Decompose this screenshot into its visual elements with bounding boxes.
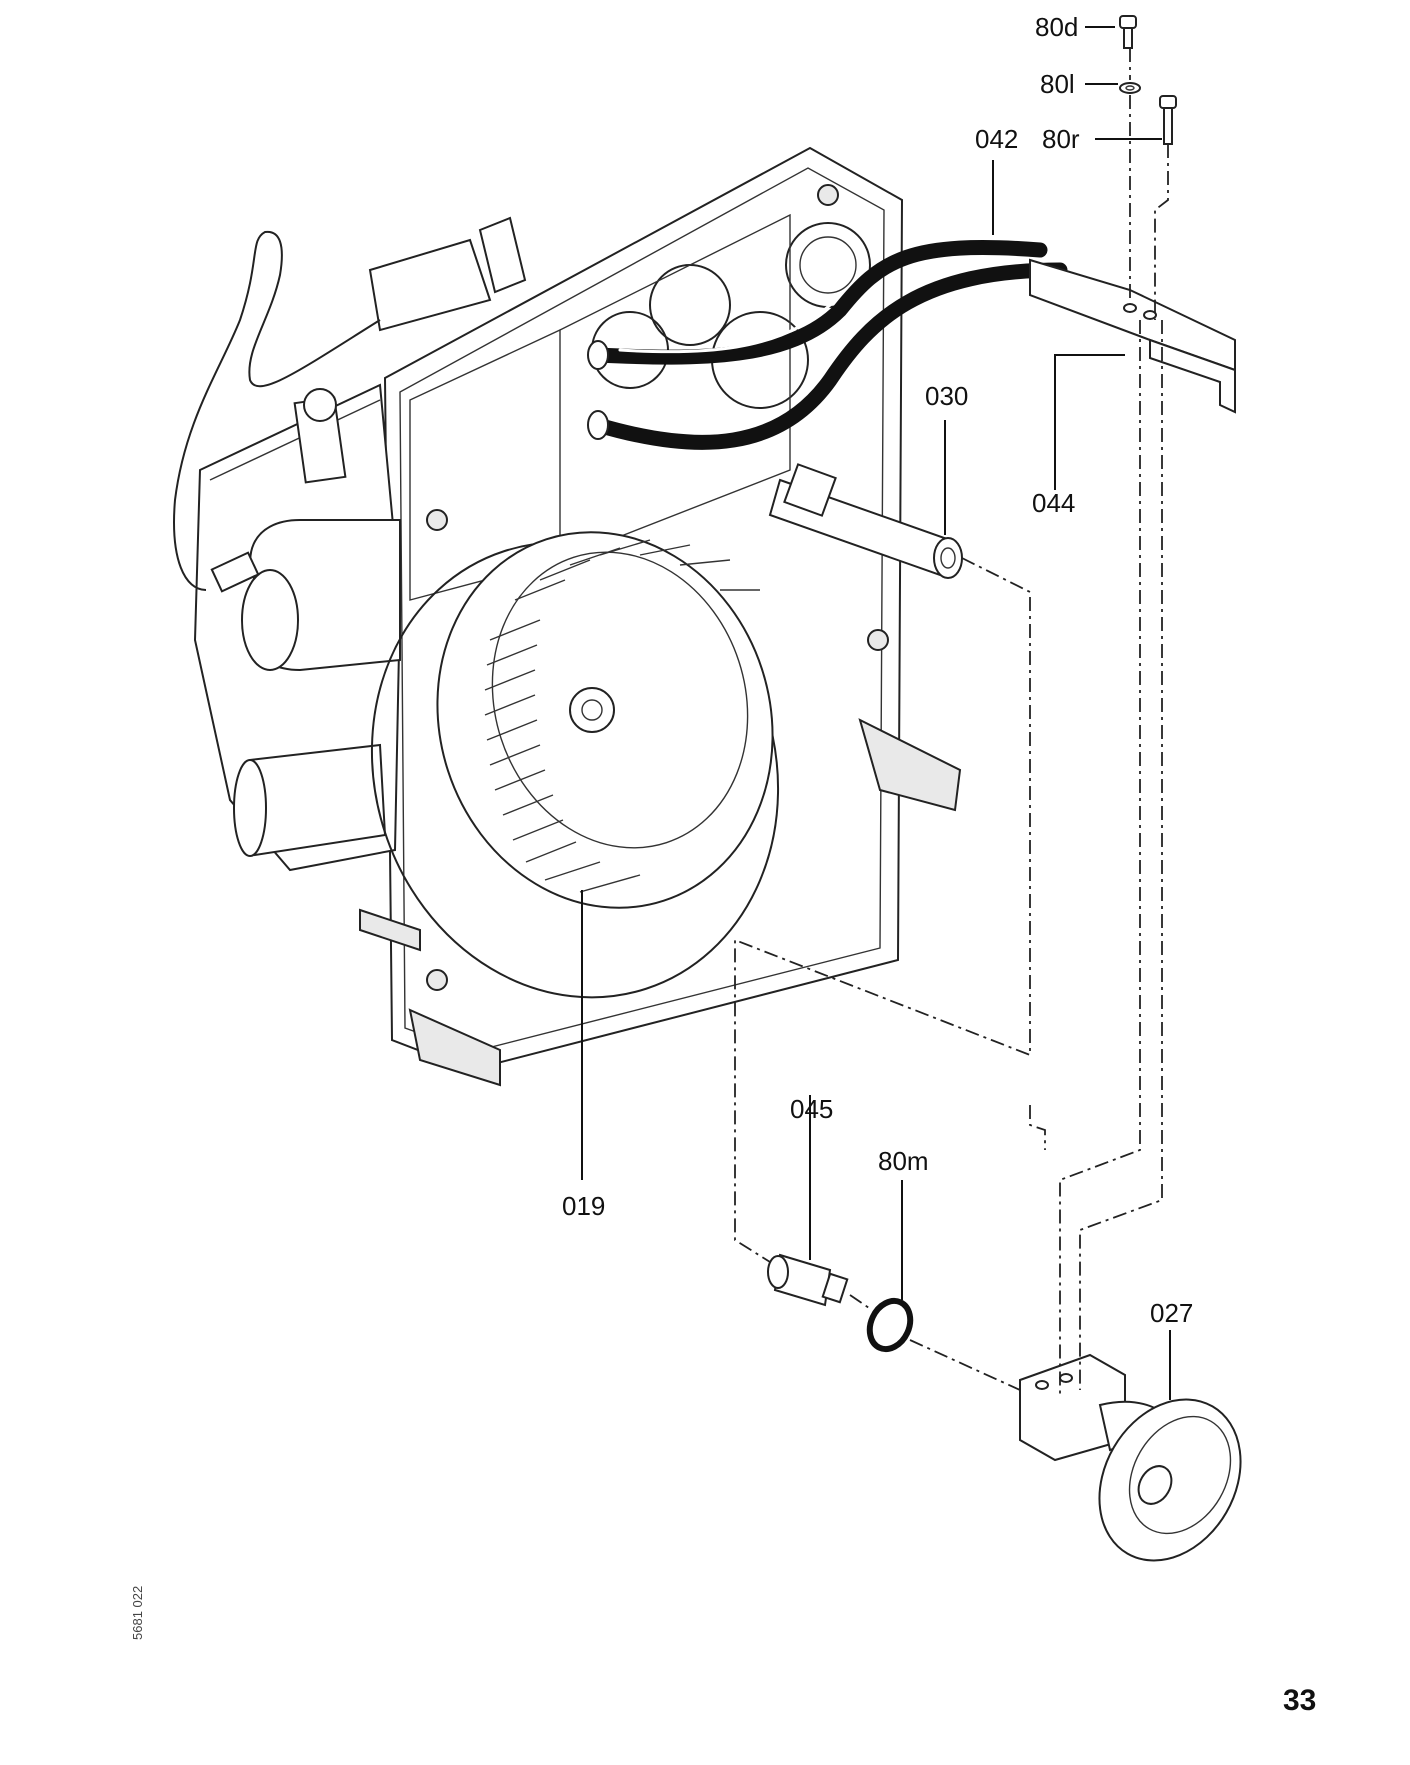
callout-80d: 80d — [1035, 12, 1078, 42]
page-number: 33 — [1283, 1684, 1316, 1717]
callout-042: 042 — [975, 124, 1018, 154]
tube-030 — [768, 463, 963, 579]
callout-80m: 80m — [878, 1146, 929, 1176]
callout-80l: 80l — [1040, 69, 1075, 99]
callout-80r: 80r — [1042, 124, 1080, 154]
gas-valve-assembly — [173, 216, 527, 872]
nozzle-045 — [767, 1253, 849, 1307]
leader-lines — [581, 26, 1171, 1400]
callout-030: 030 — [925, 381, 968, 411]
callout-045: 045 — [790, 1094, 833, 1124]
o-ring-80m — [866, 1297, 914, 1353]
assembly-axis-lines — [734, 48, 1169, 1395]
hoses-042 — [587, 240, 1068, 450]
callout-044: 044 — [1032, 488, 1075, 518]
screw-80r — [1159, 95, 1177, 145]
fan-impeller — [370, 531, 780, 999]
drawing-code: 5681 022 — [130, 1586, 145, 1640]
screw-80d — [1119, 15, 1137, 49]
washer-80l — [1119, 82, 1141, 94]
combustion-head-027 — [1019, 1353, 1242, 1562]
callout-019: 019 — [562, 1191, 605, 1221]
bracket-044 — [1029, 258, 1236, 414]
callout-027: 027 — [1150, 1298, 1193, 1328]
